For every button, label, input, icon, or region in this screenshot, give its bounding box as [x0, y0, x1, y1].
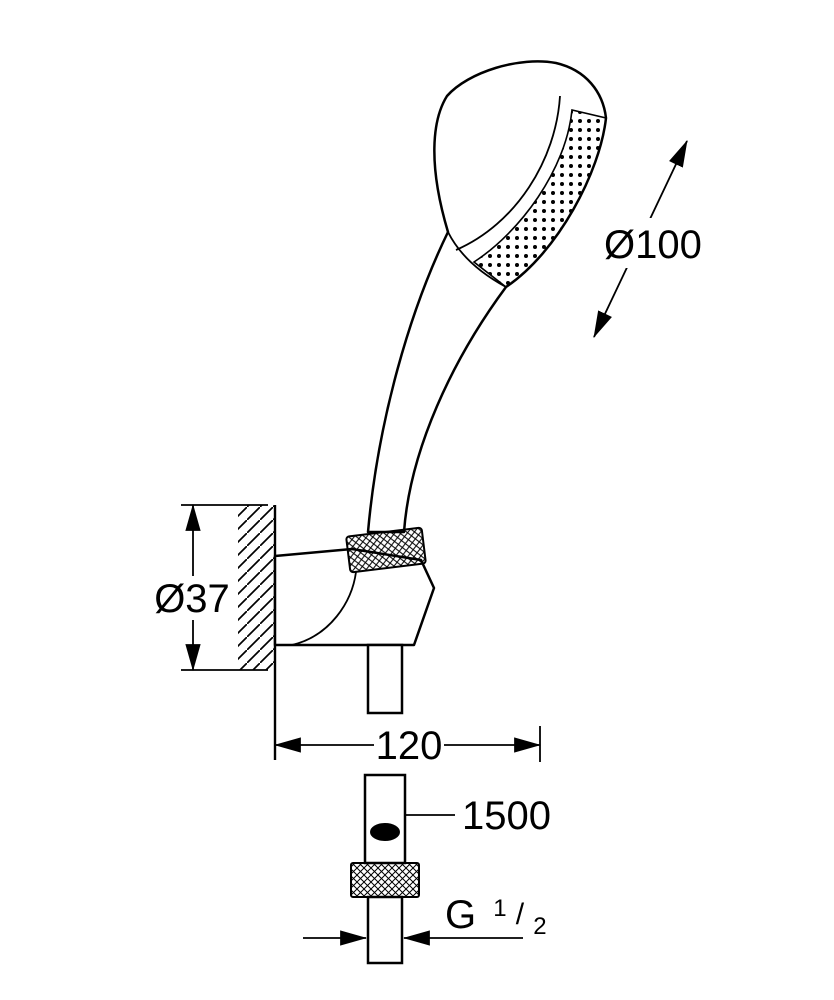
holder-blend-line — [291, 571, 357, 646]
handle-knurled-nut — [345, 526, 427, 574]
hose-upper-segment — [366, 643, 404, 715]
wall-holder — [273, 526, 436, 715]
dim120-label-mask — [374, 723, 444, 767]
dimension-head-diameter: Ø100 — [593, 139, 712, 339]
label-hose-length: 1500 — [462, 794, 551, 838]
dimension-thread-size: G 1 / 2 — [303, 881, 547, 946]
hose-marking — [370, 823, 400, 841]
dimension-holder-diameter: Ø37 — [146, 503, 268, 672]
label-thread-size: G 1 / 2 — [445, 881, 547, 940]
wall-section — [238, 505, 277, 760]
thread-prefix: G — [445, 893, 476, 937]
head-bottom-rim-line — [447, 231, 507, 288]
thread-slash: / — [516, 898, 525, 931]
dimension-hose-length: 1500 — [406, 794, 551, 838]
dia37-label-mask — [146, 576, 238, 620]
hand-shower — [366, 60, 608, 534]
spray-face-nozzles — [472, 109, 607, 288]
label-holder-diameter: Ø37 — [154, 577, 230, 621]
label-head-diameter: Ø100 — [604, 223, 702, 267]
head-inner-rim-line — [455, 95, 561, 251]
hose-assembly — [350, 773, 420, 965]
thread-numerator: 1 — [493, 895, 506, 922]
shower-head-and-handle-outline — [366, 60, 608, 534]
thread-connection — [366, 895, 404, 965]
dia100-label-mask — [600, 218, 712, 268]
label-wall-distance: 120 — [376, 724, 443, 768]
shower-hose — [363, 773, 407, 865]
wall-hatching — [238, 505, 275, 670]
thread-denominator: 2 — [533, 913, 546, 940]
dimension-wall-distance: 120 — [273, 723, 542, 768]
hose-connector-nut — [350, 862, 420, 898]
